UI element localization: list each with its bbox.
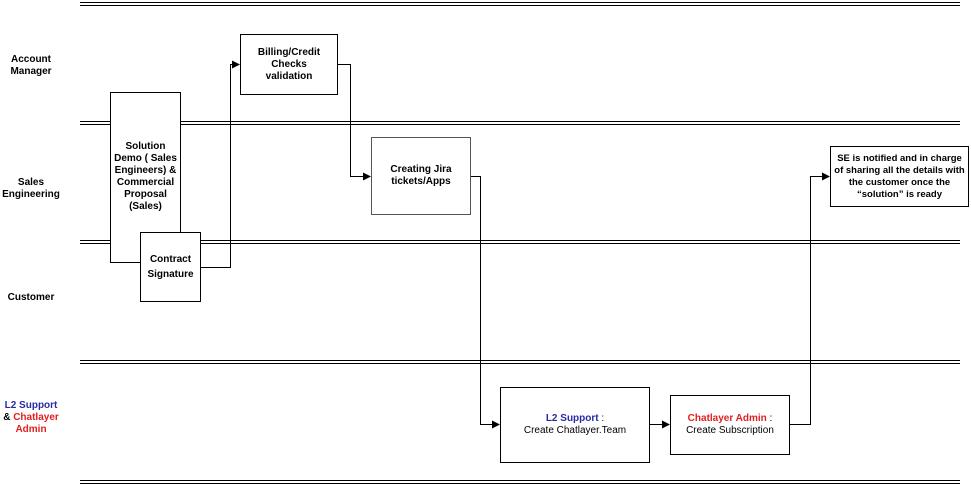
- lane-label-customer: Customer: [7, 292, 55, 303]
- se-notified-box[interactable]: SE is notified and in charge of sharing …: [830, 146, 969, 207]
- contract-signature-box[interactable]: Contract Signature: [140, 232, 201, 302]
- billing-check-box[interactable]: Billing/Credit Checks validation: [240, 34, 338, 95]
- lane-label-admin-part: Chatlayer Admin: [13, 412, 59, 435]
- admin-sep: :: [766, 413, 773, 424]
- lane-label-l2-support: L2 Support & Chatlayer Admin: [0, 400, 62, 436]
- contract-signature-label: Contract Signature: [147, 254, 194, 280]
- admin-action: Create Subscription: [686, 425, 774, 436]
- connector-billing-to-jira: [338, 64, 371, 181]
- lane-label-amp: &: [3, 412, 14, 423]
- lane-label-sales-engineering: Sales Engineering: [2, 177, 60, 200]
- l2-support-sep: :: [598, 413, 605, 424]
- l2-support-title: L2 Support: [545, 413, 599, 424]
- lane-separators: [80, 2, 960, 484]
- connectors: [110, 60, 830, 429]
- connector-jira-to-l2: [471, 176, 500, 429]
- jira-tickets-label: Creating Jira tickets/Apps: [390, 164, 452, 187]
- l2-support-action: Create Chatlayer.Team: [523, 425, 627, 436]
- chatlayer-admin-box[interactable]: Chatlayer Admin : Create Subscription: [670, 395, 790, 455]
- billing-check-label: Billing/Credit Checks validation: [257, 46, 321, 82]
- admin-title: Chatlayer Admin: [687, 413, 767, 424]
- l2-support-box[interactable]: L2 Support : Create Chatlayer.Team: [500, 387, 650, 463]
- lane-label-account-manager: Account Manager: [10, 54, 52, 77]
- lane-label-l2-part: L2 Support: [4, 400, 58, 411]
- connector-contract-to-billing: [201, 60, 240, 268]
- solution-demo-label: Solution Demo ( Sales Engineers) & Comme…: [114, 141, 177, 212]
- admin-title-line: Chatlayer Admin :: [688, 413, 773, 425]
- se-notified-label: SE is notified and in charge of sharing …: [834, 152, 965, 200]
- connector-admin-to-se: [790, 172, 830, 425]
- l2-support-title-line: L2 Support :: [546, 413, 604, 425]
- jira-tickets-box[interactable]: Creating Jira tickets/Apps: [371, 137, 471, 215]
